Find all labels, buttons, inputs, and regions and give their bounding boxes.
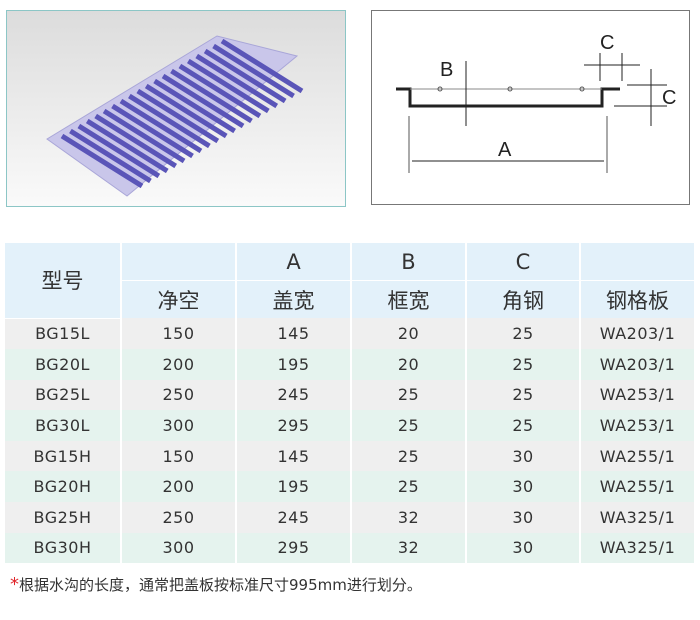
footnote: *根据水沟的长度，通常把盖板按标准尺寸995mm进行划分。: [10, 574, 422, 595]
table-cell: 300: [121, 532, 237, 564]
grating-bar: [136, 88, 220, 144]
header-c: C: [466, 243, 581, 281]
grating-bar: [85, 118, 169, 174]
table-cell: 25: [351, 410, 467, 441]
header-clear-width: 净空: [121, 280, 237, 318]
table-cell: 30: [466, 471, 581, 503]
footnote-text: 根据水沟的长度，通常把盖板按标准尺寸995mm进行划分。: [19, 576, 422, 594]
table-cell: 250: [121, 502, 237, 533]
table-cell: 150: [121, 318, 237, 350]
table-cell: 300: [121, 410, 237, 441]
table-cell: 245: [236, 502, 352, 533]
table-cell: BG30H: [5, 532, 122, 564]
grating-bar: [203, 48, 287, 104]
label-a: A: [498, 139, 512, 161]
table-cell: WA203/1: [580, 349, 694, 380]
table-cell: 30: [466, 532, 581, 564]
grating-bar: [102, 108, 186, 164]
table-cell: 295: [236, 410, 352, 441]
table-cell: WA325/1: [580, 502, 694, 533]
table-cell: 200: [121, 471, 237, 503]
grating-bar: [128, 93, 211, 149]
header-frame-width: 框宽: [351, 280, 467, 318]
grating-bar: [77, 123, 161, 179]
table-cell: 150: [121, 440, 237, 472]
grating-bar: [178, 63, 262, 119]
table-cell: 25: [466, 318, 581, 350]
table-cell: WA255/1: [580, 471, 694, 503]
grating-bar: [94, 113, 178, 169]
table-cell: 250: [121, 379, 237, 411]
grating-bar: [153, 78, 236, 134]
label-c-top: C: [600, 32, 614, 54]
table-cell: WA255/1: [580, 440, 694, 472]
grating-bar: [186, 58, 270, 114]
star-icon: *: [10, 574, 19, 595]
table-cell: 20: [351, 318, 467, 350]
grating-bar: [170, 68, 253, 124]
table-cell: 25: [351, 471, 467, 503]
table-cell: 195: [236, 349, 352, 380]
table-cell: WA253/1: [580, 410, 694, 441]
table-cell: 200: [121, 349, 237, 380]
table-cell: WA203/1: [580, 318, 694, 350]
table-cell: BG15L: [5, 318, 122, 350]
table-cell: BG20H: [5, 471, 122, 503]
table-cell: BG20L: [5, 349, 122, 380]
header-model: 型号: [5, 243, 122, 319]
grating-bar: [60, 133, 144, 189]
table-cell: 245: [236, 379, 352, 411]
header-cover-width: 盖宽: [236, 280, 352, 318]
table-cell: 25: [466, 379, 581, 411]
table-cell: 25: [466, 349, 581, 380]
table-cell: 32: [351, 532, 467, 564]
label-c-side: C: [662, 87, 676, 109]
table-cell: BG15H: [5, 440, 122, 472]
cross-section-diagram: B A C C: [371, 10, 690, 205]
table-cell: 25: [351, 440, 467, 472]
header-a: A: [236, 243, 352, 281]
table-cell: BG25L: [5, 379, 122, 411]
grating-bar: [161, 73, 245, 129]
table-cell: BG25H: [5, 502, 122, 533]
grating-bar: [195, 53, 279, 109]
table-cell: 20: [351, 349, 467, 380]
table-cell: 32: [351, 502, 467, 533]
table-cell: WA253/1: [580, 379, 694, 411]
grating-bar: [111, 103, 194, 159]
grating-bar: [212, 43, 295, 99]
table-cell: 25: [351, 379, 467, 411]
grating-bar: [220, 38, 304, 94]
table-cell: 145: [236, 318, 352, 350]
label-b: B: [440, 59, 453, 81]
grating-image: [46, 35, 304, 197]
grating-photo: [6, 10, 346, 207]
table-cell: 145: [236, 440, 352, 472]
table-cell: 25: [466, 410, 581, 441]
table-cell: 295: [236, 532, 352, 564]
header-grating: 钢格板: [580, 280, 694, 318]
table-cell: 30: [466, 440, 581, 472]
header-angle-steel: 角钢: [466, 280, 581, 318]
grating-bar: [144, 83, 228, 139]
header-b: B: [351, 243, 467, 281]
grating-bar: [69, 128, 152, 184]
grating-bar: [119, 98, 203, 154]
table-cell: 30: [466, 502, 581, 533]
table-cell: WA325/1: [580, 532, 694, 564]
table-cell: 195: [236, 471, 352, 503]
table-cell: BG30L: [5, 410, 122, 441]
